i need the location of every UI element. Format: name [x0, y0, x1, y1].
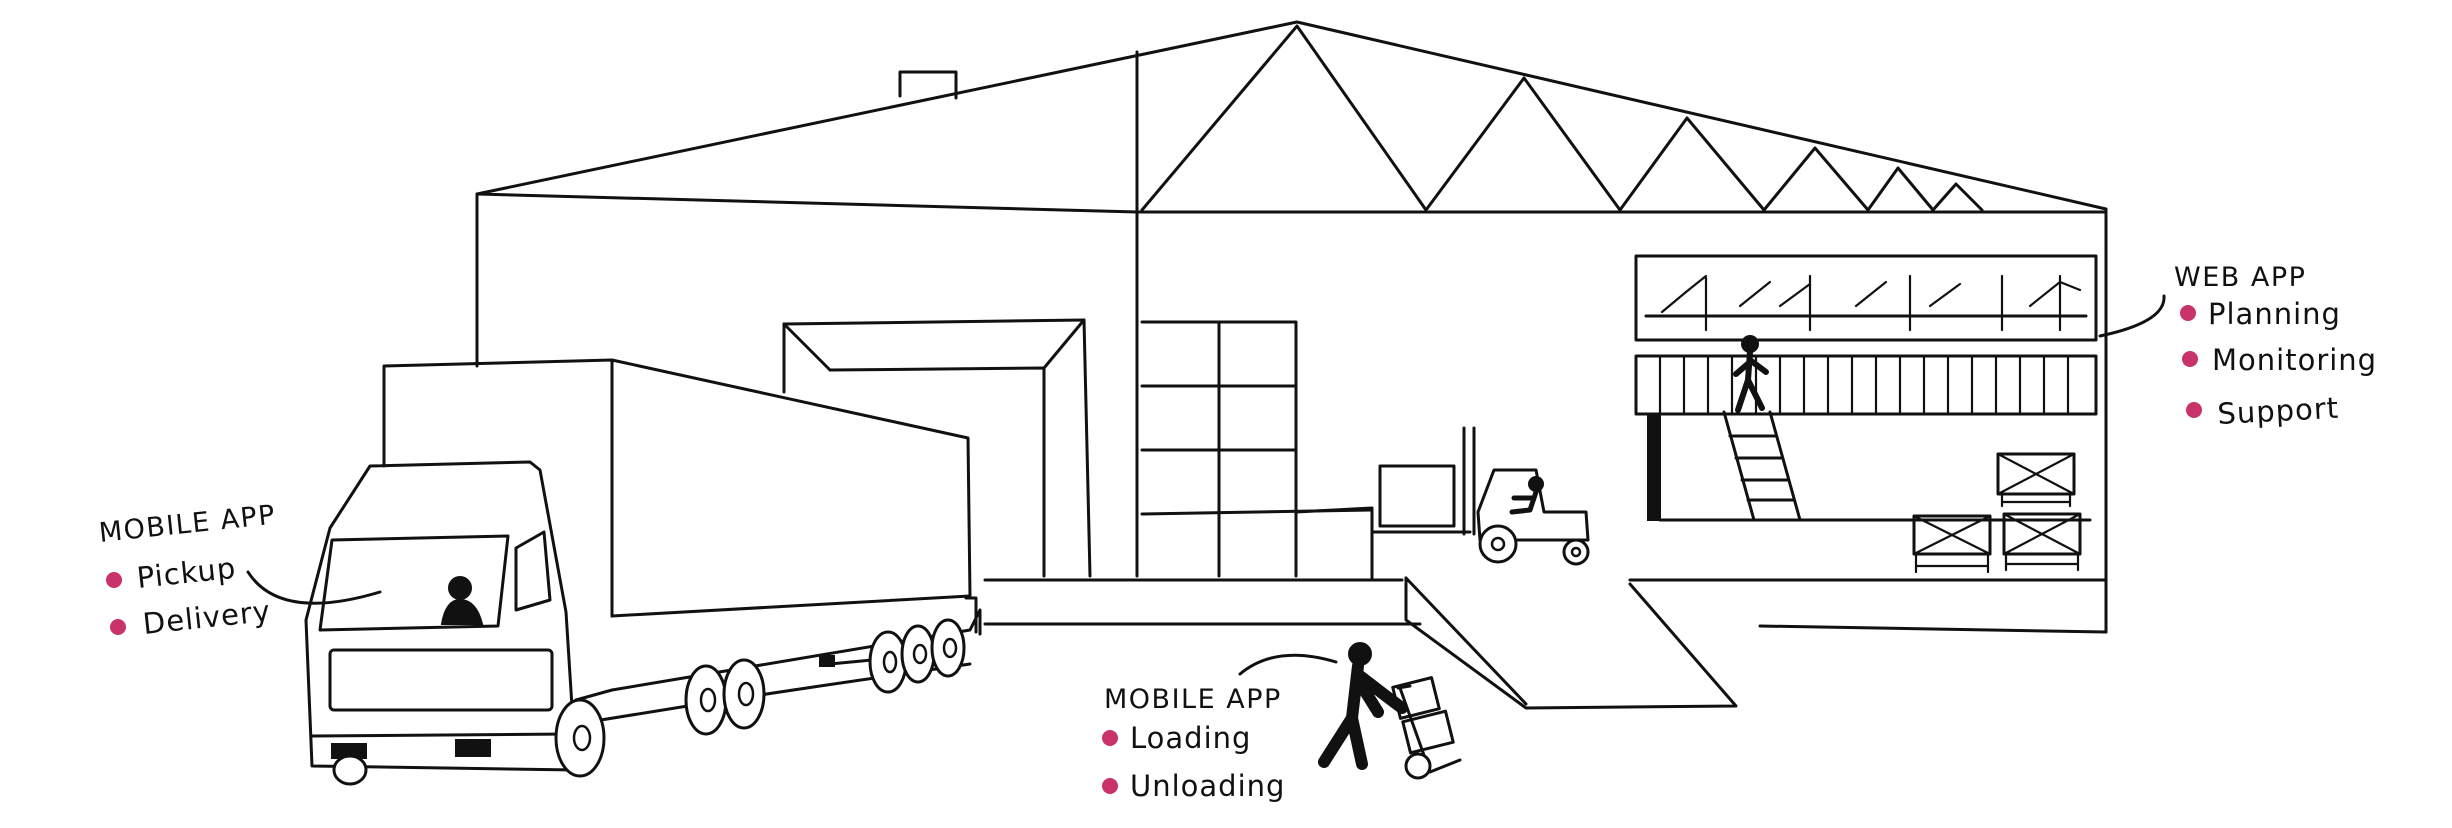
truck-cargo-box [382, 358, 972, 618]
truck-side-window [514, 530, 552, 612]
crate-bottom-left [1912, 514, 1992, 574]
worker-hand-truck-icon [1318, 642, 1462, 780]
truck-grille [328, 648, 554, 712]
bullet-dot [106, 572, 122, 588]
support-column [1647, 413, 1661, 521]
loading-door [782, 318, 1092, 578]
dock-app-item-unloading: Unloading [1130, 769, 1285, 803]
bullet-dot [2182, 351, 2198, 367]
truck-chassis [574, 608, 982, 702]
callout-line-dock [1238, 653, 1338, 676]
roof-line [475, 20, 2108, 211]
bullet-dot [110, 619, 126, 635]
web-app-item-support: Support [2217, 391, 2340, 431]
web-app-label: WEB APP Planning Monitoring Support [2174, 262, 2377, 431]
warehouse-building [475, 20, 2108, 634]
crate-top [1996, 452, 2076, 508]
truck-app-item-pickup: Pickup [135, 551, 238, 595]
worker-on-stairs-icon [1733, 335, 1769, 413]
bullet-dot [1102, 778, 1118, 794]
crate-bottom-right [2002, 512, 2082, 572]
web-app-title: WEB APP [2174, 262, 2306, 293]
dock-app-title: MOBILE APP [1104, 684, 1282, 715]
callout-line-truck [246, 570, 382, 605]
delivery-truck [304, 358, 982, 786]
web-app-item-planning: Planning [2208, 297, 2341, 331]
bullet-dot [1102, 730, 1118, 746]
bullet-dot [2180, 305, 2196, 321]
roof-truss [1140, 24, 1984, 212]
chimney [898, 70, 958, 100]
truck-mobile-app-label: MOBILE APP Pickup Delivery [97, 500, 277, 641]
dock-app-item-loading: Loading [1130, 721, 1251, 755]
ground-line [983, 622, 2108, 634]
stairs [1722, 410, 1802, 522]
bullet-dot [2186, 402, 2202, 418]
truck-app-title: MOBILE APP [97, 500, 277, 549]
truck-cab [304, 460, 578, 772]
dock-mobile-app-label: MOBILE APP Loading Unloading [1102, 684, 1285, 803]
truck-app-item-delivery: Delivery [141, 594, 272, 641]
driver-icon [440, 576, 484, 625]
forklift [1370, 426, 1590, 566]
truck-windshield [318, 534, 510, 632]
stacked-boxes [1140, 320, 1374, 580]
callout-line-web [2098, 294, 2166, 338]
mezzanine-storage [1634, 254, 2098, 574]
loading-ramp [1404, 576, 1738, 710]
web-app-item-monitoring: Monitoring [2212, 343, 2377, 377]
